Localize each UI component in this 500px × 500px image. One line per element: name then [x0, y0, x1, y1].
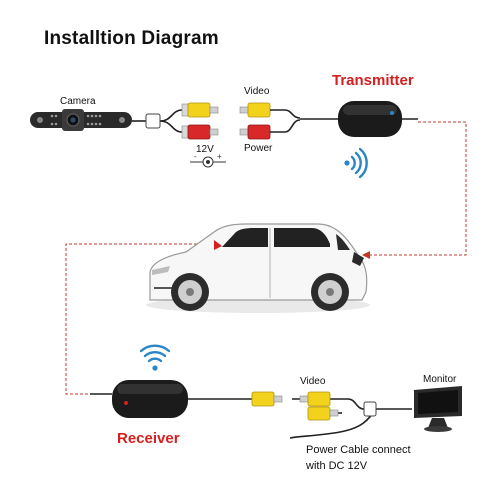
transmitter-label: Transmitter — [332, 72, 414, 89]
camera-power-connector — [181, 124, 219, 140]
receiver-wifi-icon — [139, 344, 171, 371]
monitor-power-connector — [307, 406, 339, 421]
car — [146, 223, 370, 313]
receiver-module — [112, 380, 188, 418]
monitor-splitter — [363, 401, 377, 417]
arrow-to-car — [362, 251, 370, 259]
camera-label: Camera — [60, 96, 96, 107]
receiver-label: Receiver — [117, 430, 180, 447]
transmitter-power-connector — [239, 124, 271, 140]
dc-jack-symbol: - + — [190, 152, 226, 168]
transmitter-module — [338, 101, 402, 137]
video-label-top: Video — [244, 86, 270, 97]
diagram-title: Installtion Diagram — [44, 28, 219, 49]
camera-cable — [132, 109, 183, 133]
transmitter-video-connector — [239, 102, 271, 118]
monitor-label: Monitor — [423, 374, 457, 385]
svg-text:-: - — [194, 152, 197, 161]
video-label-bottom: Video — [300, 376, 326, 387]
transmitter-input-cable — [270, 109, 418, 133]
voltage-label: 12V — [196, 144, 214, 155]
transmitter-wifi-icon — [344, 147, 368, 179]
power-note-line1: Power Cable connect — [306, 444, 411, 456]
svg-text:+: + — [217, 152, 222, 161]
receiver-video-connector — [251, 391, 283, 407]
power-note-line2: with DC 12V — [306, 460, 368, 472]
dashed-signal-path — [65, 121, 467, 395]
camera-splitter — [145, 113, 161, 129]
monitor-video-connector — [299, 391, 331, 407]
power-label: Power — [244, 143, 273, 154]
camera — [30, 109, 132, 131]
monitor — [414, 386, 462, 432]
camera-video-connector — [181, 102, 219, 118]
